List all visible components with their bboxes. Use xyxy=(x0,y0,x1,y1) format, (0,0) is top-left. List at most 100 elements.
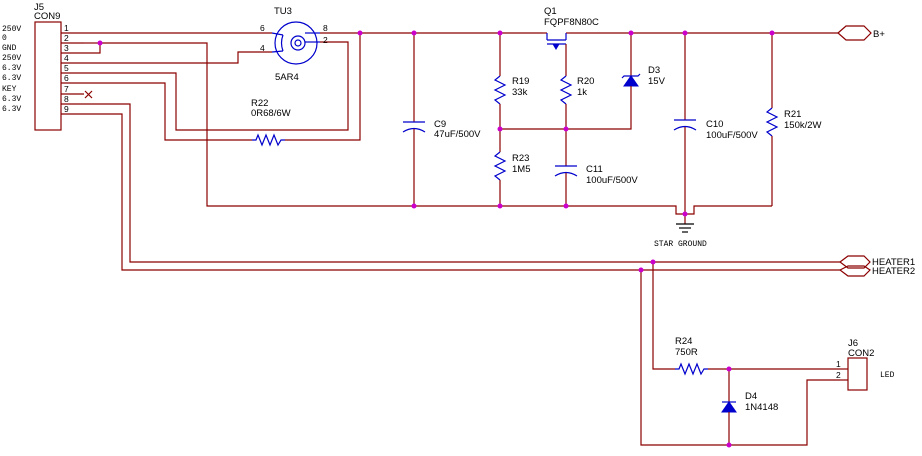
d3-ref: D3 xyxy=(648,65,660,76)
tu3-pin-label: 6 xyxy=(260,23,265,33)
junction-dot xyxy=(682,30,688,36)
bplus-label: B+ xyxy=(873,29,885,40)
resistor-r19: R19 33k xyxy=(493,33,529,152)
d3-value: 15V xyxy=(648,76,666,87)
r24-value: 750R xyxy=(675,347,698,358)
junction-dots xyxy=(97,30,775,448)
j5-pin-label: KEY xyxy=(2,85,17,94)
j5-pin-label: 250V xyxy=(2,25,21,34)
c10-value: 100uF/500V xyxy=(706,130,758,141)
d4-ref: D4 xyxy=(745,391,757,402)
j5-pin-label: 250V xyxy=(2,54,21,63)
j5-pin-label: 0 xyxy=(2,34,7,43)
junction-dot xyxy=(650,259,656,265)
port-heater1: HEATER1 xyxy=(839,255,915,269)
j5-pin-number: 4 xyxy=(64,53,69,63)
diode-d4: D4 1N4148 xyxy=(721,369,778,445)
junction-dot xyxy=(497,30,503,36)
junction-dot xyxy=(769,30,775,36)
q1-ref: Q1 xyxy=(544,6,557,17)
q1-value: FQPF8N80C xyxy=(544,17,599,28)
tu3-pin-label: 8 xyxy=(323,23,328,33)
capacitor-c11: C11 100uF/500V xyxy=(554,164,638,206)
j6-led-label: LED xyxy=(880,371,895,380)
r19-value: 33k xyxy=(512,87,528,98)
heater1-label: HEATER1 xyxy=(872,257,915,268)
j5-pin-label: 6.3V xyxy=(2,95,21,104)
tu3-pin-label: 4 xyxy=(260,43,265,53)
j5-pin-label: GND xyxy=(2,44,17,53)
connector-j5-body xyxy=(34,21,62,131)
r24-ref: R24 xyxy=(675,336,692,347)
r21-value: 150k/2W xyxy=(784,120,822,131)
r19-ref: R19 xyxy=(512,76,529,87)
junction-dot xyxy=(726,366,732,372)
junction-dot xyxy=(497,126,503,132)
tube-envelope xyxy=(274,21,318,65)
junction-dot xyxy=(563,126,569,132)
r20-value: 1k xyxy=(577,87,587,98)
j6-value: CON2 xyxy=(848,348,874,359)
junction-dot xyxy=(497,203,503,209)
r20-ref: R20 xyxy=(577,76,594,87)
port-bplus: B+ xyxy=(837,25,885,41)
port-heater2: HEATER2 xyxy=(838,265,915,277)
c9-value: 47uF/500V xyxy=(434,129,481,140)
junction-dot xyxy=(628,30,634,36)
zener-diode-d3: D3 15V xyxy=(621,33,666,93)
c11-value: 100uF/500V xyxy=(586,175,638,186)
j6-pin-number: 1 xyxy=(836,359,841,369)
r23-ref: R23 xyxy=(512,153,529,164)
j5-pin-number: 6 xyxy=(64,73,69,83)
c10-ref: C10 xyxy=(706,119,723,130)
c9-ref: C9 xyxy=(434,119,446,130)
heater2-label: HEATER2 xyxy=(872,266,915,277)
star-ground: STAR GROUND xyxy=(566,205,772,249)
junction-dot xyxy=(682,211,688,217)
j6-pin-number: 2 xyxy=(836,370,841,380)
j5-pin-number: 3 xyxy=(64,43,69,53)
capacitor-c10: C10 100uF/500V xyxy=(673,33,758,214)
r22-value: 0R68/6W xyxy=(251,108,291,119)
resistor-r21: R21 150k/2W xyxy=(765,33,822,206)
resistor-r20: R20 1k xyxy=(559,75,594,166)
junction-dot xyxy=(411,30,417,36)
tu3-ref: TU3 xyxy=(274,6,292,17)
resistor-r23: R23 1M5 xyxy=(493,151,530,206)
resistor-r22: R22 0R68/6W xyxy=(251,98,291,147)
j5-pin-number: 2 xyxy=(64,33,69,43)
r23-value: 1M5 xyxy=(512,164,530,175)
tu3-pin-label: 2 xyxy=(323,35,328,45)
tu3-value: 5AR4 xyxy=(275,72,299,83)
j5-pin-label: 6.3V xyxy=(2,64,21,73)
c11-ref: C11 xyxy=(586,164,603,175)
capacitor-c9: C9 47uF/500V xyxy=(402,33,481,206)
j6-ref: J6 xyxy=(848,338,858,349)
j5-pin-number: 1 xyxy=(64,23,69,33)
mosfet-q1: Q1 FQPF8N80C xyxy=(543,6,599,76)
j5-pin-number: 5 xyxy=(64,63,69,73)
j5-pin-number: 9 xyxy=(64,104,69,114)
star-ground-label: STAR GROUND xyxy=(654,240,707,249)
tube-tu3: TU3 5AR4 6 4 8 2 xyxy=(260,6,328,83)
connector-j5: J5 CON9 250V 0 GND 250V 6.3V 6.3V KEY 6.… xyxy=(2,2,93,131)
j5-ref: J5 xyxy=(34,2,44,13)
j5-pin-number: 7 xyxy=(64,84,69,94)
junction-dot xyxy=(97,40,103,46)
junction-dot xyxy=(563,203,569,209)
r21-ref: R21 xyxy=(784,109,801,120)
resistor-r24: R24 750R xyxy=(675,336,708,376)
no-connect-icon xyxy=(84,90,93,99)
connector-j6-body xyxy=(847,357,868,391)
junction-dot xyxy=(638,267,644,273)
r22-ref: R22 xyxy=(251,98,268,109)
junction-dot xyxy=(726,442,732,448)
j5-pin-label: 6.3V xyxy=(2,74,21,83)
j5-pin-label: 6.3V xyxy=(2,105,21,114)
j5-pin-number: 8 xyxy=(64,94,69,104)
j5-value: CON9 xyxy=(34,11,60,22)
junction-dot xyxy=(411,203,417,209)
d4-value: 1N4148 xyxy=(745,402,778,413)
junction-dot xyxy=(357,30,363,36)
